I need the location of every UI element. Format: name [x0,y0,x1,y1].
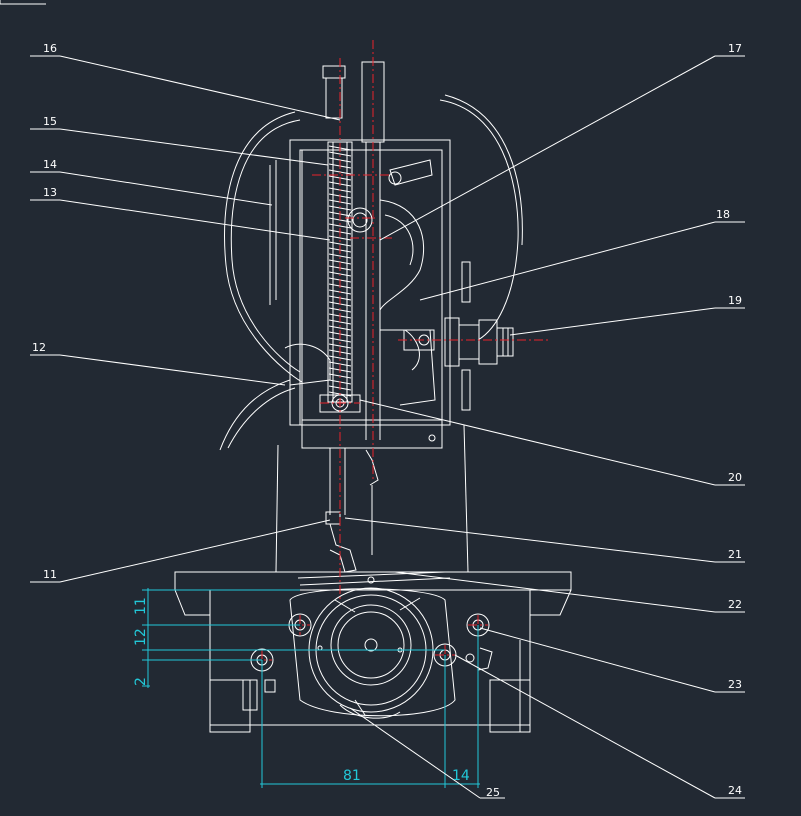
head-frame [289,139,451,449]
callout-23: 23 [728,678,742,691]
needle-bar [322,61,385,440]
corner-mark [0,0,46,5]
leader-lines [30,55,745,799]
dim-horizontal-81: 81 [343,768,361,784]
dimension-lines [142,588,480,788]
dimension-labels: 11 12 2 81 14 [133,597,470,784]
callout-18: 18 [716,208,730,221]
callout-22: 22 [728,598,742,611]
callout-16: 16 [43,42,57,55]
callout-13: 13 [43,186,57,199]
presser-foot [325,449,379,573]
dim-vertical-12: 12 [133,628,149,646]
callout-17: 17 [728,42,742,55]
rotary-hook [289,576,456,719]
arm-curve [219,343,331,451]
dim-vertical-11: 11 [133,597,149,615]
callout-labels: 16 15 14 13 12 11 17 18 19 20 21 22 23 2… [32,42,742,799]
dim-vertical-2: 2 [133,677,149,686]
tension-knob [403,261,514,411]
callout-14: 14 [43,158,57,171]
callout-25: 25 [486,786,500,799]
callout-24: 24 [728,784,742,797]
dim-horizontal-14: 14 [452,768,470,784]
lower-frame [209,589,531,733]
callout-21: 21 [728,548,742,561]
callout-12: 12 [32,341,46,354]
callout-11: 11 [43,568,57,581]
centerlines [252,40,550,670]
machine-body [275,424,469,573]
callout-20: 20 [728,471,742,484]
handwheel-outline [224,94,523,383]
screws [250,613,493,672]
callout-19: 19 [728,294,742,307]
callout-15: 15 [43,115,57,128]
